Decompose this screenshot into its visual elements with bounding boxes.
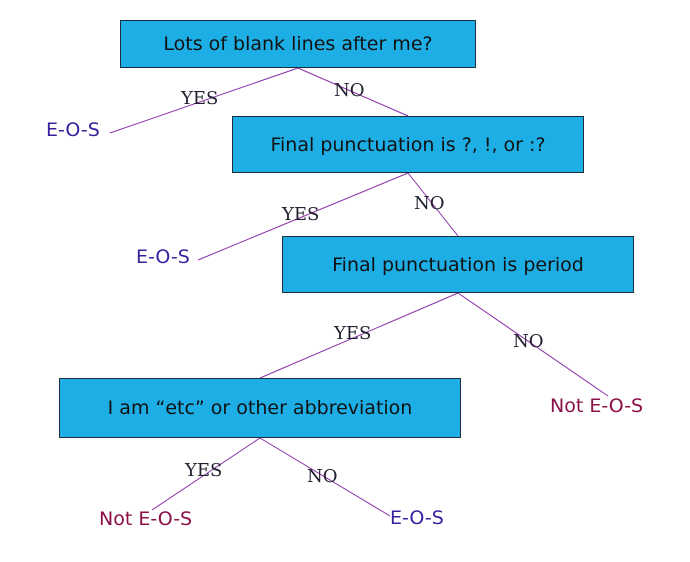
label-q1-no: NO	[334, 80, 365, 101]
leaf-eos-punctuation: E-O-S	[136, 246, 190, 268]
edge-q1-yes	[109, 67, 299, 134]
edge-q3-no	[457, 292, 609, 397]
edge-q3-yes	[259, 292, 459, 379]
label-q4-no: NO	[307, 466, 338, 487]
leaf-not-eos-abbreviation: Not E-O-S	[99, 508, 193, 530]
edge-q4-yes	[151, 437, 261, 511]
node-final-punctuation-question: Final punctuation is ?, !, or :?	[232, 116, 584, 173]
edge-q4-no	[259, 437, 391, 517]
leaf-not-eos-no-period: Not E-O-S	[550, 395, 644, 417]
leaf-eos-not-abbreviation: E-O-S	[390, 507, 444, 529]
label-q2-no: NO	[414, 193, 445, 214]
edge-q2-yes	[197, 172, 409, 261]
leaf-eos-blank-lines: E-O-S	[46, 119, 100, 141]
node-abbreviation-question: I am “etc” or other abbreviation	[59, 378, 461, 438]
node-period-question: Final punctuation is period	[282, 236, 634, 293]
label-q3-yes: YES	[334, 323, 372, 344]
label-q2-yes: YES	[282, 204, 320, 225]
label-q1-yes: YES	[181, 88, 219, 109]
node-blank-lines-question: Lots of blank lines after me?	[120, 20, 476, 68]
edge-q1-no	[297, 67, 409, 117]
label-q3-no: NO	[513, 331, 544, 352]
edge-q2-no	[407, 172, 459, 237]
label-q4-yes: YES	[185, 460, 223, 481]
